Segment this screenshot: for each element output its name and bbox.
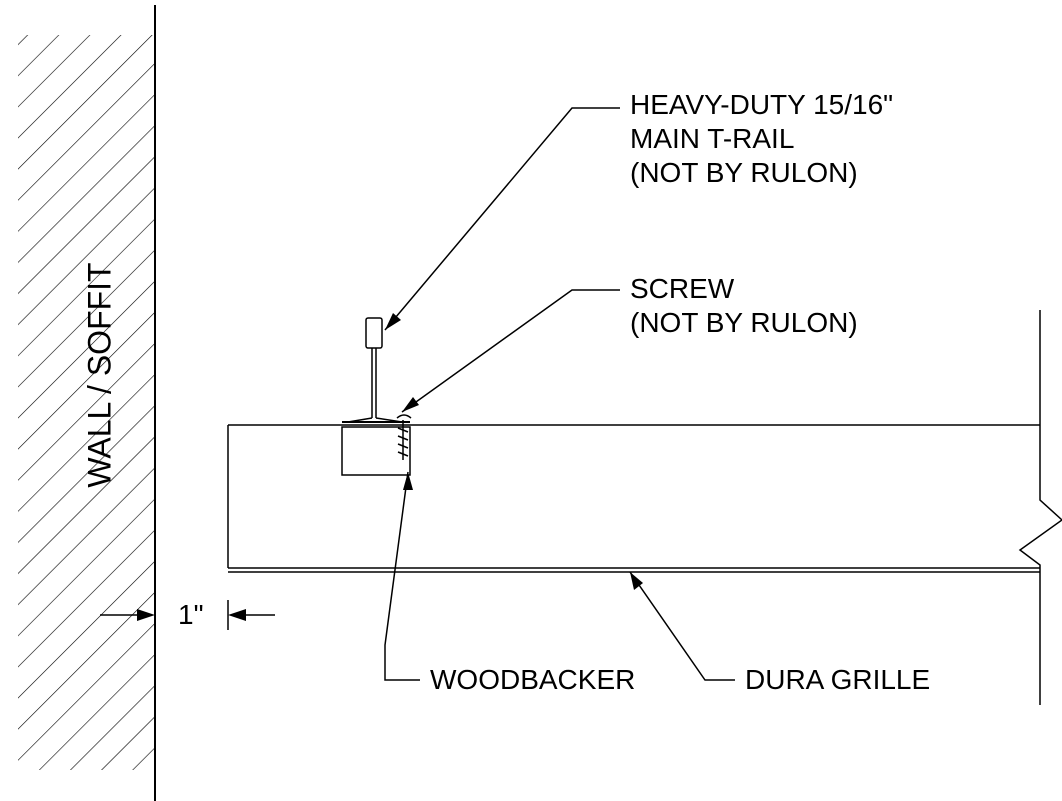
- dura-grille-label: DURA GRILLE: [745, 664, 931, 695]
- t-rail-label: HEAVY-DUTY 15/16" MAIN T-RAIL (NOT BY RU…: [630, 88, 893, 190]
- wall-hatch: [18, 35, 155, 770]
- t-rail: [347, 317, 403, 423]
- screw-label-line-1: SCREW: [630, 273, 735, 304]
- break-line: [1018, 310, 1062, 705]
- dimension-arrowheads: [137, 609, 246, 621]
- t-rail-label-line-1: HEAVY-DUTY 15/16": [630, 89, 894, 120]
- dimension-label: 1": [178, 599, 204, 630]
- wall-soffit-label: WALL / SOFFIT: [81, 262, 118, 488]
- t-rail-label-line-3: (NOT BY RULON): [630, 157, 858, 188]
- t-rail-label-line-2: MAIN T-RAIL: [630, 123, 795, 154]
- leader-arrowheads: [385, 313, 643, 590]
- screw: [396, 414, 412, 460]
- woodbacker-block: [341, 426, 411, 476]
- screw-label: SCREW (NOT BY RULON): [630, 272, 858, 340]
- screw-label-line-2: (NOT BY RULON): [630, 307, 858, 338]
- woodbacker-label: WOODBACKER: [430, 664, 636, 695]
- dura-grille-panel: [227, 424, 1040, 573]
- leader-lines: [384, 107, 735, 681]
